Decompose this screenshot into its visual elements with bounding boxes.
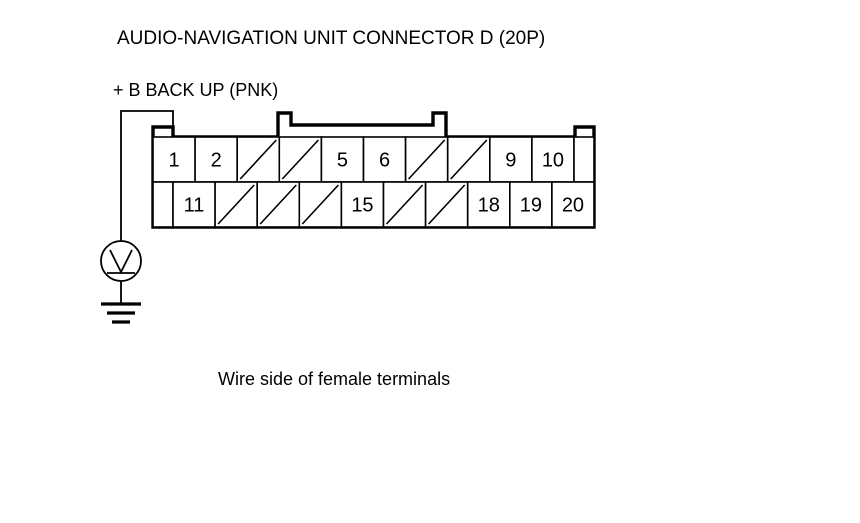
pin-cell	[508, 181, 553, 228]
wire-label: + B BACK UP (PNK)	[113, 80, 278, 100]
pin-number: 6	[379, 150, 390, 172]
connector-top-row: 1 2 5 6 9 10	[152, 136, 595, 183]
unused-cavity-slash	[259, 184, 297, 225]
unused-cavity-slash	[239, 139, 277, 180]
pin-number: 15	[351, 195, 373, 217]
pin-number: 1	[168, 150, 179, 172]
diagram-caption: Wire side of female terminals	[218, 369, 450, 389]
pin-number: 2	[211, 150, 222, 172]
unused-cavity-slash	[450, 139, 488, 180]
wire-path	[120, 110, 174, 243]
pin-number: 10	[542, 150, 564, 172]
voltmeter-circle	[100, 240, 142, 282]
unused-cavity-slash	[217, 184, 255, 225]
connector-latch-tab	[276, 111, 448, 137]
pin-cell	[172, 181, 216, 228]
pin-number: 9	[505, 150, 516, 172]
pin-number: 11	[184, 195, 205, 217]
pin-number: 5	[337, 150, 348, 172]
unused-cavity-slash	[385, 184, 424, 225]
connector-bottom-row: 11 15 18 19 20	[152, 181, 595, 228]
pin-cell	[320, 136, 365, 183]
unused-cavity-slash	[428, 184, 466, 225]
pin-number: 19	[520, 195, 542, 217]
unused-cavity-slash	[408, 139, 446, 180]
pin-number: 20	[562, 195, 584, 217]
blank-cell	[152, 181, 174, 228]
unused-cavity-slash	[281, 139, 319, 180]
page-title: AUDIO-NAVIGATION UNIT CONNECTOR D (20P)	[117, 28, 545, 49]
blank-cell	[573, 136, 595, 183]
ground-symbol	[101, 302, 141, 324]
unused-cavity-slash	[301, 184, 339, 225]
pin-number: 18	[478, 195, 500, 217]
voltmeter-v-glyph	[109, 249, 133, 275]
voltmeter-symbol	[100, 240, 142, 303]
pin-cell	[551, 181, 595, 228]
